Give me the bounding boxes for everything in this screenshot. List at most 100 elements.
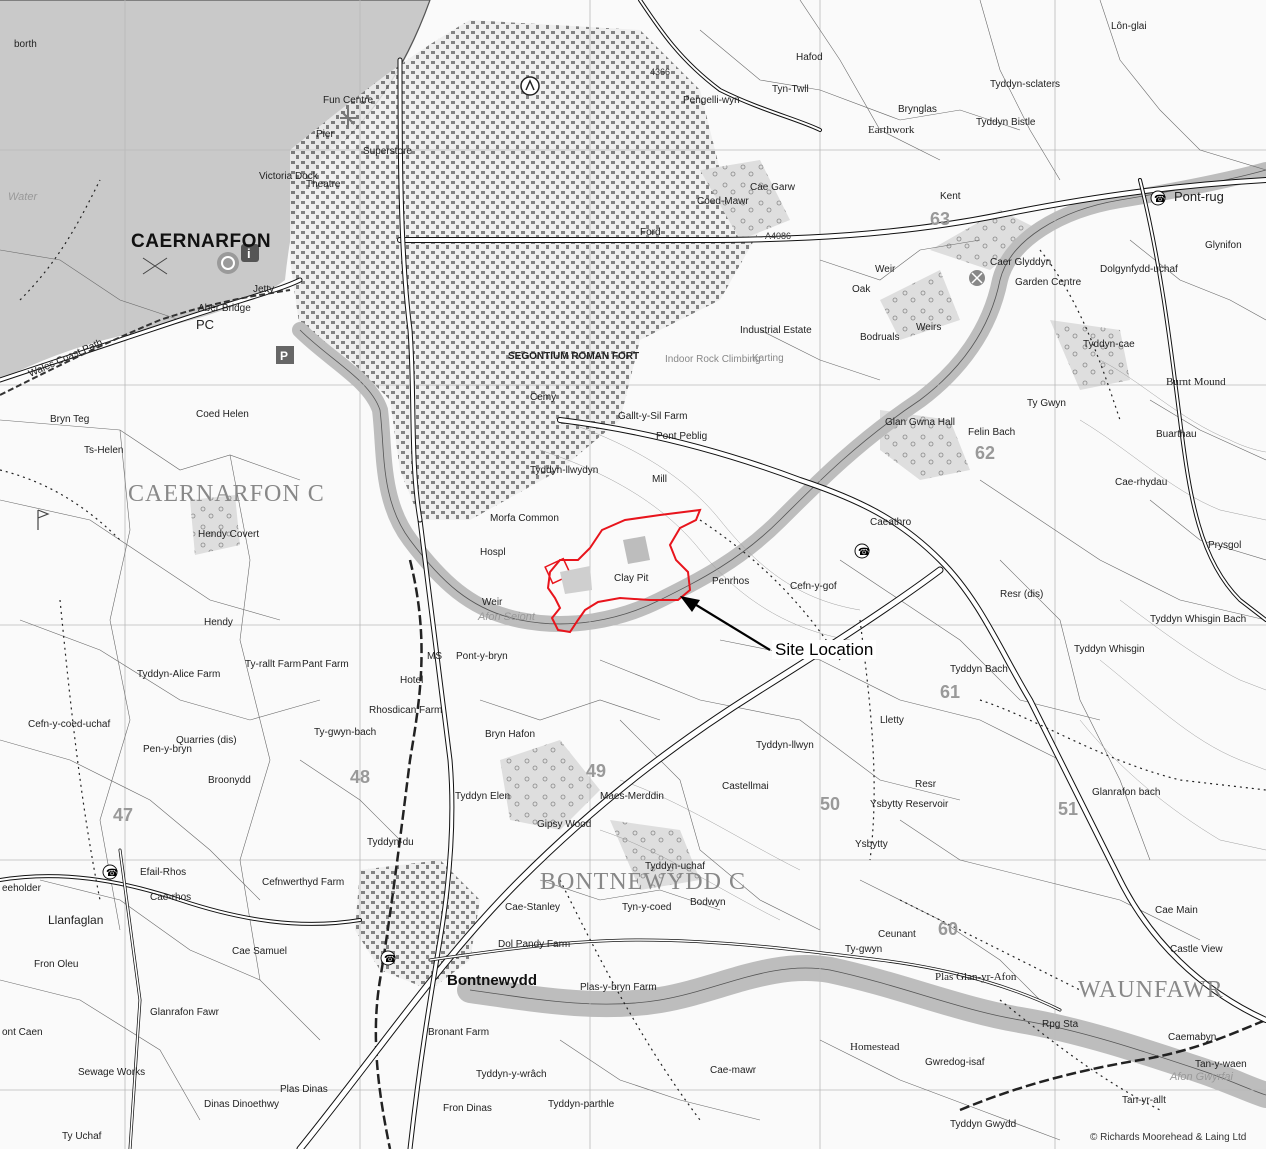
place-label: Cae Garw [750,182,796,193]
svg-text:P: P [280,349,288,363]
place-label: Brynglas [898,104,937,115]
place-label: Weir [875,264,896,275]
water-label: Water [8,191,38,203]
place-label: Weir [482,597,503,608]
place-label: Llanfaglan [48,913,104,927]
grid-number: 50 [820,794,841,814]
place-label: Jetty [253,284,275,295]
parking-icon: P [276,346,294,364]
place-label: Tyddyn Bistle [976,117,1036,128]
place-label: Bodruals [860,332,900,343]
river-label: Afon Gwyrfai [1170,1071,1233,1083]
svg-text:☎: ☎ [858,547,870,558]
svg-text:i: i [247,246,251,261]
place-label: Pier [316,129,334,140]
place-label: Homestead [850,1041,900,1053]
place-label: Ty-gwyn [845,944,883,955]
place-label: eeholder [2,883,41,894]
place-label: Pant Farm [302,659,349,670]
place-label: Glanrafon Fawr [150,1007,219,1018]
place-label: PC [196,317,215,332]
place-label: Cemy [530,392,557,403]
place-label: Prysgol [1208,540,1242,551]
place-label: Tyddyn Whisgin [1074,644,1145,655]
place-label: Karting [752,353,784,364]
place-label: Tyddyn Whisgin Bach [1150,614,1247,625]
place-label: Cae-Stanley [505,902,561,913]
place-label: Indoor Rock Climbing [665,354,761,365]
place-label: Pont-y-bryn [456,651,508,662]
place-label: borth [14,39,37,50]
place-label: Cae-mawr [710,1065,757,1076]
grid-number: 51 [1058,799,1079,819]
place-label: Tyddyn-uchaf [645,861,706,872]
place-label: Tyddyn Bach [950,664,1008,675]
place-label: Hendy Covert [198,529,260,540]
place-label: Ty-gwyn-bach [314,727,377,738]
place-label: Penrhos [712,576,750,587]
road-number: A4086 [765,231,792,241]
site-callout-arrow [680,596,771,651]
place-label: Dolgynfydd-uchaf [1100,264,1178,275]
place-label: Rhosdican Farm [369,705,443,716]
place-label: Tyddyn-cae [1083,339,1135,350]
place-label: Tan-yr-allt [1122,1095,1166,1106]
grid-number: 47 [113,805,134,825]
place-label: Hendy [204,617,233,628]
district-label-bontnewydd-c: BONTNEWYDD C [540,869,746,895]
place-label: Castellmai [722,781,769,792]
place-label: Hospl [480,547,506,558]
place-label: Gallt-y-Sil Farm [618,411,688,422]
place-label: Rpg Sta [1042,1019,1079,1030]
place-label: Victoria Dock [259,171,318,182]
grid-number: 48 [350,767,371,787]
grid-number: 63 [930,209,951,229]
clay-pit-label: Clay Pit [614,573,649,584]
copyright-notice: © Richards Moorehead & Laing Ltd [1090,1132,1247,1143]
place-label: Hafod [796,52,823,63]
place-label: Efail-Rhos [140,867,187,878]
place-label: Ysbytty Reservoir [870,799,949,810]
place-label: Caeathro [870,517,912,528]
place-label: Tyn-y-coed [622,902,672,913]
place-label: Theatre [306,179,341,190]
place-label: Superstore [363,146,412,157]
place-label: Coed Helen [196,409,249,420]
wales-coast-path [0,289,291,396]
svg-text:☎: ☎ [384,954,396,965]
place-label: Bryn Hafon [485,729,536,740]
place-label: Cae Main [1155,905,1198,916]
place-label: Cae-rhydau [1115,477,1168,488]
place-label: Pen-y-bryn [143,744,192,755]
grid-number: 49 [586,761,607,781]
svg-text:☎: ☎ [106,868,118,879]
place-label: Dol Pandy Farm [498,939,571,950]
place-label: Hotel [400,675,424,686]
grid-number: 61 [940,682,961,702]
place-label: Resr (dis) [1000,589,1044,600]
place-label: Bryn Teg [50,414,90,425]
place-label: Aber Bridge [198,303,251,314]
place-label: Tyddyn-y-wrâch [476,1069,547,1080]
place-label: Coed-Mawr [697,196,749,207]
place-label: Earthwork [868,124,915,136]
place-label: Pont Peblig [656,431,708,442]
river-label: Afon Seiont [478,611,535,623]
place-label: Glanrafon bach [1092,787,1161,798]
place-label: Resr [915,779,937,790]
place-label: Ceunant [878,929,916,940]
place-label: Mill [652,474,667,485]
place-label: Tyn-Twll [772,84,809,95]
place-label: Fron Dinas [443,1103,492,1114]
place-label: Burnt Mound [1166,376,1226,388]
place-label: Tyddyn Elen [455,791,511,802]
place-label: Weirs [916,322,942,333]
place-label: Glan Gwna Hall [885,417,956,428]
place-label: Felin Bach [968,427,1016,438]
place-label: Tyddyn-du [367,837,414,848]
place-label: Cefnwerthyd Farm [262,877,345,888]
place-label: Pont-rug [1174,189,1224,204]
place-label: Quarries (dis) [176,735,237,746]
place-label: Cefn-y-gof [790,581,837,592]
